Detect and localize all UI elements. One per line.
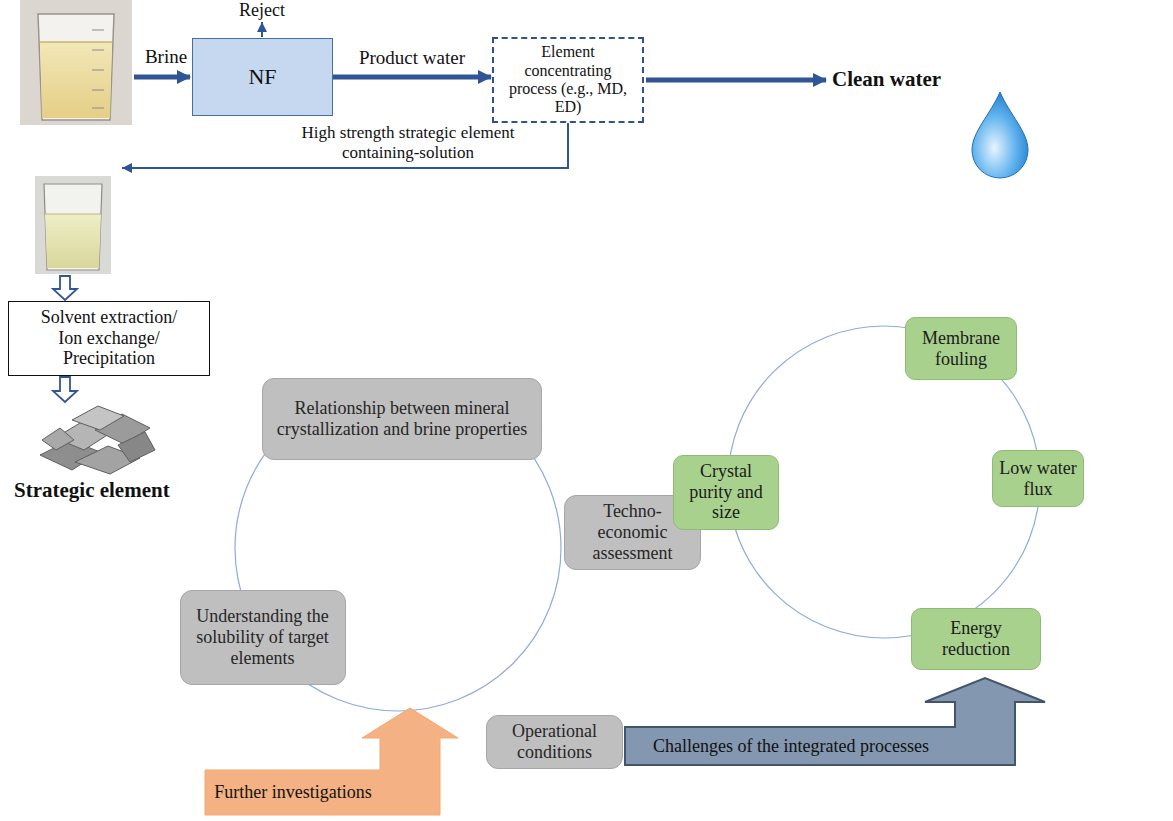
challenge-box: Crystal purity and size	[673, 455, 779, 530]
edge-label-text: Product water	[359, 47, 465, 68]
label-text: High strength strategic element containi…	[283, 123, 533, 162]
text-block: Understanding the solubility of target e…	[188, 606, 338, 668]
brine-arrow	[134, 75, 190, 80]
node-text: Understanding the solubility of target e…	[188, 606, 338, 668]
text-block: Crystal purity and size	[680, 461, 772, 523]
flow-arrow	[333, 75, 491, 80]
flow-label: Brine	[138, 46, 194, 68]
text-block: Further investigations	[214, 782, 371, 803]
label-text: Reject	[232, 0, 292, 21]
process-box: NF	[192, 38, 333, 116]
concentrate-return-line	[122, 119, 568, 168]
label-text: Strategic element	[14, 478, 214, 502]
block-arrow-label: Challenges of the integrated processes	[628, 729, 954, 763]
investigations-block-arrow	[205, 708, 458, 815]
node-text: Operational conditions	[493, 721, 616, 762]
node-text: Further investigations	[214, 782, 371, 803]
node-text: Element concentrating process (e.g., MD,…	[500, 43, 636, 117]
hollow-down-arrow	[53, 377, 77, 402]
dashed-process-box: Element concentrating process (e.g., MD,…	[492, 37, 644, 123]
water-drop-icon	[972, 92, 1028, 178]
challenge-box: Energy reduction	[911, 608, 1041, 670]
node-text: Challenges of the integrated processes	[653, 736, 929, 757]
label-text: Clean water	[832, 67, 972, 91]
node-text: Energy reduction	[918, 618, 1034, 659]
node-text: Crystal purity and size	[680, 461, 772, 523]
research-topic-box: Understanding the solubility of target e…	[180, 590, 346, 685]
node-text: NF	[248, 64, 276, 89]
node-text: Solvent extraction/ Ion exchange/ Precip…	[34, 307, 184, 369]
label-text: Brine	[138, 46, 194, 68]
text-block: Element concentrating process (e.g., MD,…	[500, 43, 636, 117]
node-text: Relationship between mineral crystalliza…	[271, 398, 533, 439]
research-topic-box: Relationship between mineral crystalliza…	[262, 378, 542, 460]
block-arrow-label: Further investigations	[206, 772, 380, 812]
process-box: Solvent extraction/ Ion exchange/ Precip…	[8, 301, 210, 376]
text-block: Relationship between mineral crystalliza…	[271, 398, 533, 439]
text-block: Challenges of the integrated processes	[653, 736, 929, 757]
research-topic-box: Operational conditions	[486, 715, 623, 769]
flow-label: High strength strategic element containi…	[283, 123, 533, 162]
output-label: Clean water	[832, 67, 972, 91]
challenge-box: Low water flux	[992, 450, 1084, 507]
text-block: Membrane fouling	[912, 328, 1010, 369]
text-block: Energy reduction	[918, 618, 1034, 659]
edge-label: Product water	[356, 47, 468, 69]
concentrate-beaker-photo	[35, 176, 111, 274]
challenges-block-arrow	[625, 678, 1045, 765]
node-text: Low water flux	[999, 458, 1077, 499]
text-block: Operational conditions	[493, 721, 616, 762]
text-block: Low water flux	[999, 458, 1077, 499]
hollow-down-arrow	[53, 276, 77, 300]
text-block: Solvent extraction/ Ion exchange/ Precip…	[34, 307, 184, 369]
challenge-box: Membrane fouling	[905, 317, 1017, 380]
node-text: Membrane fouling	[912, 328, 1010, 369]
flow-label: Reject	[232, 0, 292, 21]
clean-water-arrow	[646, 78, 826, 83]
reject-arrow	[261, 22, 263, 37]
brine-beaker-photo	[20, 0, 132, 125]
text-block: NF	[248, 64, 276, 89]
metal-ingots-photo	[40, 406, 155, 474]
output-label: Strategic element	[14, 478, 214, 502]
